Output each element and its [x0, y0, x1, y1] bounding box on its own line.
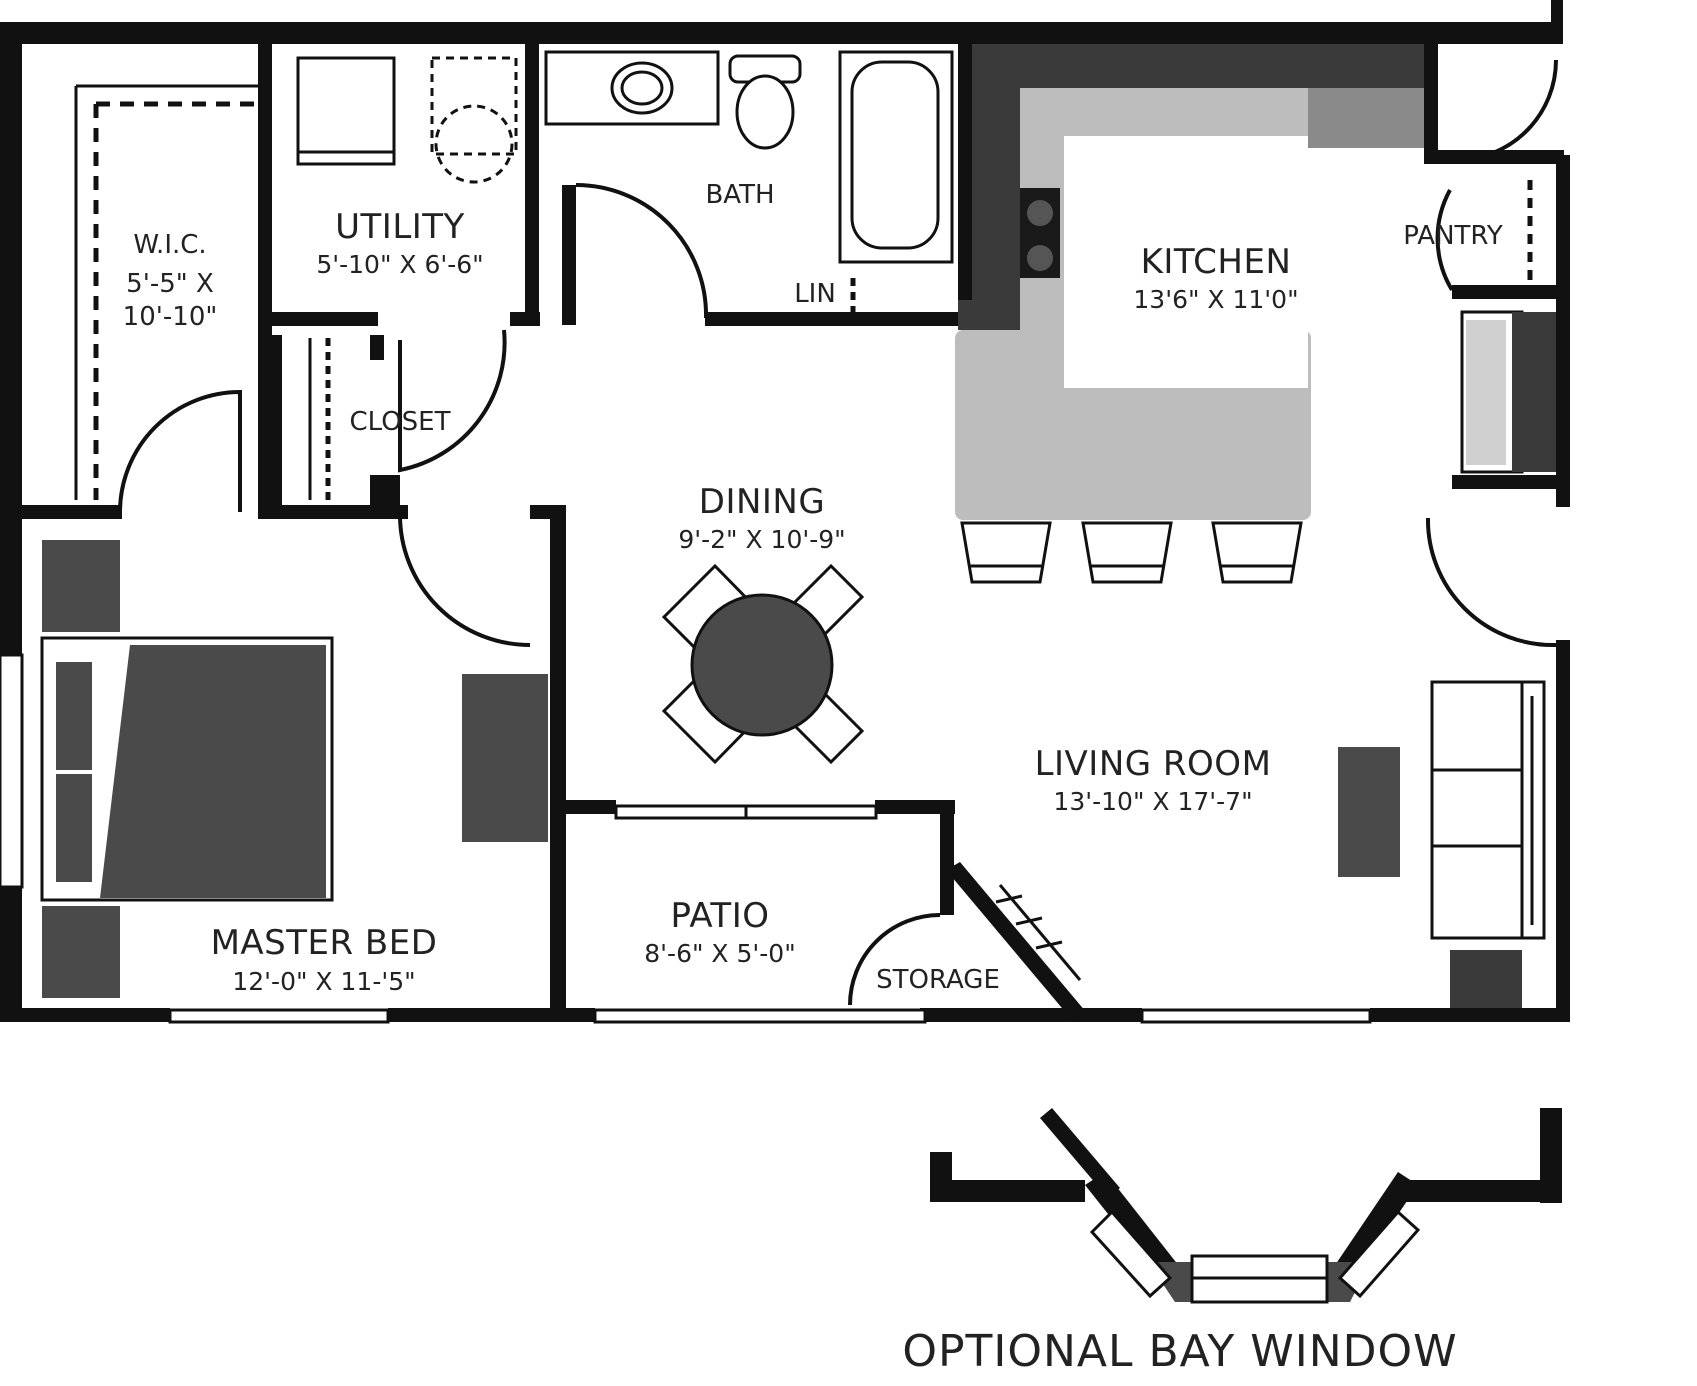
storage-shelf — [995, 884, 1082, 981]
wic-name: W.I.C. — [133, 230, 206, 260]
nightstand-icon — [42, 906, 120, 998]
wic-dim-1: 5'-5" X — [126, 269, 214, 299]
wic-shelving — [74, 84, 258, 500]
pantry-name: PANTRY — [1403, 221, 1503, 251]
utility-dim: 5'-10" X 6'-6" — [316, 250, 483, 279]
living-dim: 13'-10" X 17'-7" — [1053, 787, 1252, 816]
doors — [118, 59, 1558, 1006]
closet-name: CLOSET — [350, 407, 451, 437]
closet-rod — [308, 338, 331, 500]
room-labels: W.I.C. 5'-5" X 10'-10" UTILITY 5'-10" X … — [123, 180, 1503, 1377]
bar-stool-icon — [1211, 521, 1303, 584]
washer-icon — [296, 56, 396, 166]
living-furniture — [1338, 680, 1546, 1008]
bathtub-icon — [838, 50, 954, 264]
utility-name: UTILITY — [335, 207, 465, 247]
wic-dim-2: 10'-10" — [123, 302, 218, 332]
dining-name: DINING — [699, 482, 825, 522]
dryer-icon — [430, 56, 518, 156]
bay-window-detail — [930, 1108, 1562, 1304]
sofa-icon — [1430, 680, 1546, 940]
storage-name: STORAGE — [876, 965, 1000, 995]
windows — [0, 653, 1372, 1024]
kitchen-cabinets — [955, 44, 1424, 584]
dining-table-icon — [661, 563, 865, 765]
living-name: LIVING ROOM — [1035, 744, 1272, 784]
washer-dryer — [296, 56, 518, 184]
bath-name: BATH — [705, 180, 774, 210]
master-name: MASTER BED — [211, 923, 438, 963]
bath-fixtures — [544, 50, 954, 318]
kitchen-dim: 13'6" X 11'0" — [1133, 285, 1298, 314]
bar-stool-icon — [1081, 521, 1173, 584]
patio-dim: 8'-6" X 5'-0" — [644, 939, 795, 968]
kitchen-name: KITCHEN — [1141, 242, 1292, 282]
coffee-table-icon — [1338, 747, 1400, 877]
dresser-icon — [462, 674, 548, 842]
bay-window-caption: OPTIONAL BAY WINDOW — [902, 1326, 1457, 1377]
bar-stool-icon — [960, 521, 1052, 584]
toilet-icon — [728, 54, 802, 150]
linen-label: LIN — [794, 279, 836, 309]
dining-dim: 9'-2" X 10'-9" — [678, 525, 845, 554]
refrigerator-icon — [1460, 310, 1556, 474]
nightstand-icon — [42, 540, 120, 632]
end-table-icon — [1450, 950, 1522, 1008]
patio-name: PATIO — [670, 896, 769, 936]
master-bed-furniture — [40, 540, 548, 998]
master-dim: 12'-0" X 11-'5" — [232, 967, 415, 996]
bed-icon — [40, 636, 334, 902]
